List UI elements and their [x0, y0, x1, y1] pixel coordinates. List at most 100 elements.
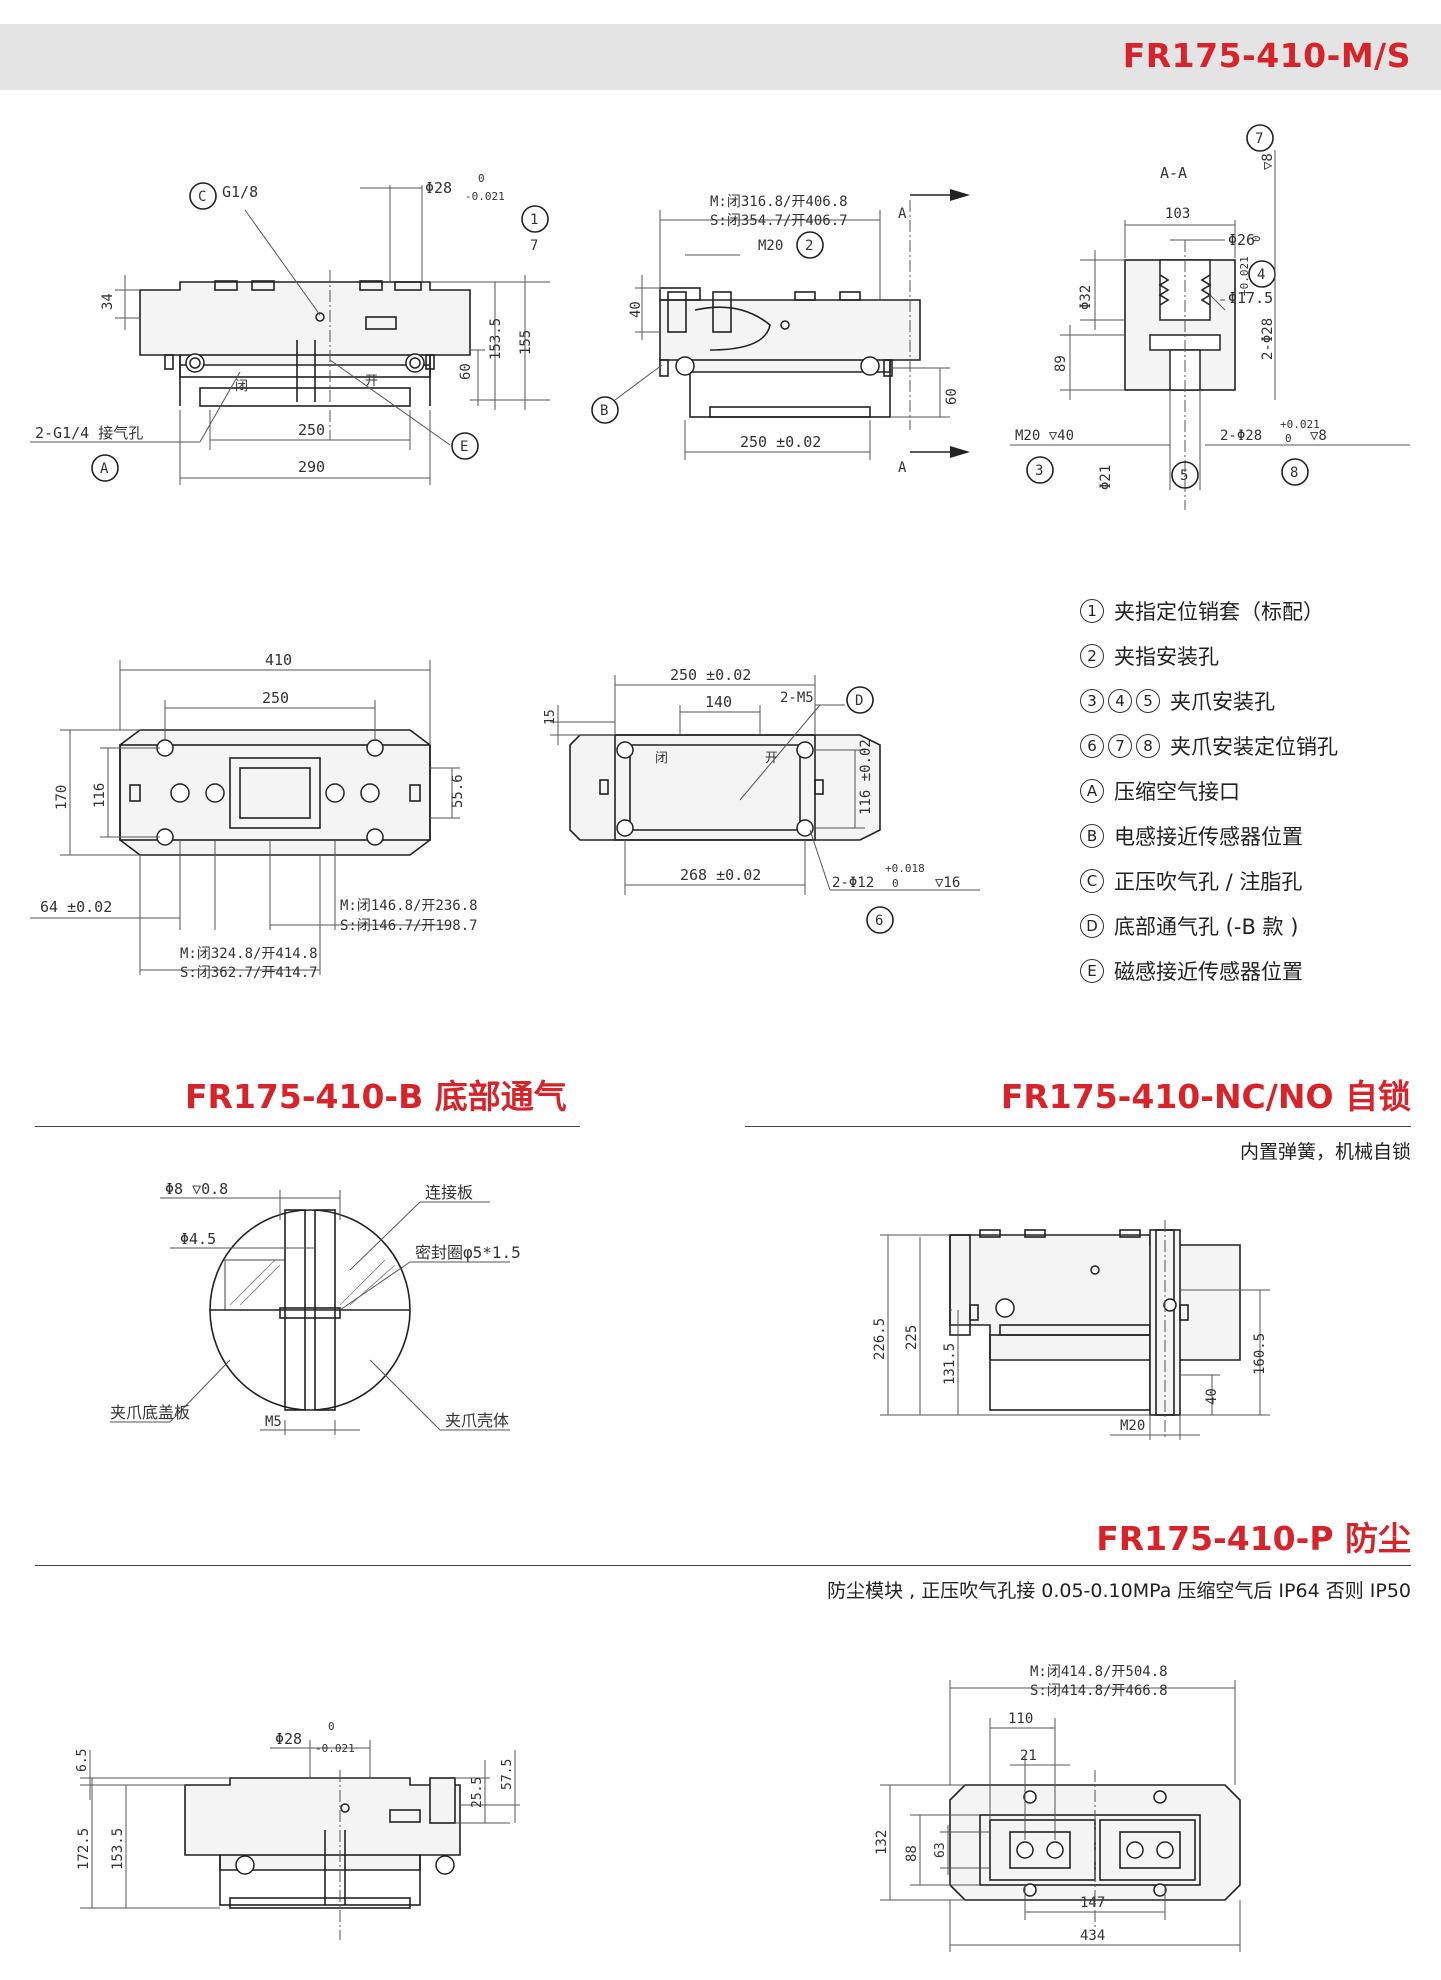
dimension-label: ▽16: [935, 875, 960, 891]
dimension-label: 268 ±0.02: [680, 866, 761, 884]
side-view-drawing: M:闭316.8/开406.8 S:闭354.7/开406.7 M20 2 A …: [591, 189, 970, 476]
dimension-label: E: [460, 439, 468, 455]
dimension-label: A: [100, 461, 109, 477]
dimension-label: 5: [1180, 468, 1188, 484]
section-p-rule: [35, 1565, 1411, 1566]
dimension-label: 160.5: [1252, 1333, 1268, 1375]
dimension-label: M20: [1120, 1418, 1145, 1434]
callout-mark: 1: [1080, 598, 1104, 623]
header-bar: FR175-410-M/S: [0, 24, 1441, 90]
legend-text: 压缩空气接口: [1114, 779, 1240, 804]
nc-dimensions: 226.5 225 131.5 160.5 40 M20: [872, 1234, 1270, 1440]
dimension-label: 2-M5: [780, 690, 814, 706]
dimension-label: 434: [1080, 1928, 1105, 1944]
dimension-label: 34: [100, 293, 116, 310]
callout-mark: C: [1080, 868, 1104, 893]
dimension-label: 140: [705, 693, 732, 711]
dimension-label: +0.021: [1280, 418, 1320, 431]
dimension-label: 0: [478, 172, 485, 185]
dimension-label: S:闭146.7/开198.7: [340, 918, 478, 934]
legend-text: 电感接近传感器位置: [1114, 824, 1303, 849]
section-nc-note: 内置弹簧，机械自锁: [1239, 1141, 1411, 1163]
dimension-label: 89: [1053, 355, 1069, 372]
section-dimensions: 103 Φ26 Φ32 4 Φ17.5 89 M20 ▽40 3 Φ21 5 2…: [1010, 124, 1410, 490]
dimension-label: 250: [298, 421, 325, 439]
callout-mark: 8: [1136, 733, 1160, 758]
dimension-label: 密封圈φ5*1.5: [415, 1243, 521, 1262]
dimension-label: 7: [1255, 131, 1263, 147]
dimension-label: 2-Φ12: [832, 875, 874, 891]
dimension-label: 6: [875, 913, 883, 929]
dimension-label: 57.5: [500, 1759, 515, 1790]
top-dimensions: 410 250 170 116 55.6 64 ±0.02 M:闭146.8/开…: [30, 651, 478, 981]
dimension-label: -0.021: [315, 1742, 355, 1755]
dimension-label: Φ28: [425, 179, 452, 197]
dimension-label: 4: [1257, 267, 1265, 283]
dimension-label: Φ32: [1078, 285, 1094, 310]
dimension-label: 103: [1165, 206, 1190, 222]
dimension-label: S:闭362.7/开414.7: [180, 965, 318, 981]
legend-item: C 正压吹气孔 / 注脂孔: [1080, 858, 1420, 903]
dimension-label: 63: [933, 1842, 948, 1858]
dimension-label: Φ8 ▽0.8: [165, 1180, 228, 1198]
legend-item: 1 夹指定位销套（标配）: [1080, 588, 1420, 633]
dimension-label: 夹爪壳体: [445, 1411, 509, 1430]
dimension-label: M:闭146.8/开236.8: [340, 898, 478, 914]
bottom-vent-detail-drawing: Φ8 ▽0.8 Φ4.5 M5 连接板 密封圈φ5*1.5 夹爪底盖板 夹爪壳体: [110, 1180, 521, 1435]
callout-mark: 5: [1136, 688, 1160, 713]
side-dimensions: M:闭316.8/开406.8 S:闭354.7/开406.7 M20 2 A …: [591, 189, 970, 476]
section-p-title: FR175-410-P 防尘: [1096, 1519, 1411, 1558]
callout-mark: 4: [1108, 688, 1132, 713]
legend-text: 磁感接近传感器位置: [1114, 959, 1303, 984]
dimension-label: 153.5: [110, 1828, 126, 1870]
section-p-note: 防尘模块 , 正压吹气孔接 0.05-0.10MPa 压缩空气后 IP64 否则…: [827, 1580, 1411, 1602]
p-side-drawing: Φ28 0 -0.021 6.5 172.5 153.5 25.5 57.5: [75, 1720, 520, 1940]
dimension-label: C: [198, 189, 206, 205]
front-view-drawing: Φ28 0 -0.021 G1/8 34 153.5 155 7 60 250 …: [30, 172, 550, 485]
dimension-label: 1: [530, 212, 538, 228]
legend-item: D 底部通气孔 (-B 款 ): [1080, 903, 1420, 948]
legend-text: 正压吹气孔 / 注脂孔: [1114, 869, 1303, 894]
dimension-label: +0.021: [1238, 256, 1251, 296]
dimension-label: 3: [1035, 463, 1043, 479]
dimension-label: 60: [944, 388, 960, 405]
dimension-label: 170: [54, 785, 70, 810]
dimension-label: 226.5: [872, 1318, 888, 1360]
dimension-label: A: [898, 460, 907, 476]
front-callouts: 1 C A E: [91, 182, 549, 482]
callout-mark: 7: [1108, 733, 1132, 758]
dimension-label: 290: [298, 458, 325, 476]
section-b-title: FR175-410-B 底部通气: [185, 1077, 567, 1116]
dimension-label: 15: [543, 709, 558, 725]
dimension-label: 155: [518, 330, 534, 355]
callout-mark: D: [1080, 913, 1104, 938]
callout-mark: 3: [1080, 688, 1104, 713]
dimension-label: 2-Φ28: [1260, 318, 1276, 360]
section-nc-rule: [745, 1126, 1411, 1127]
legend-text: 夹爪安装孔: [1170, 689, 1275, 714]
dimension-label: 250 ±0.02: [740, 433, 821, 451]
dimension-label: 6.5: [75, 1749, 90, 1772]
dimension-label: Φ17.5: [1228, 289, 1273, 307]
dimension-label: 132: [874, 1830, 890, 1855]
dimension-label: B: [600, 403, 608, 419]
dimension-label: 250: [262, 689, 289, 707]
p-top-dimensions: M:闭414.8/开504.8 S:闭414.8/开466.8 110 21 1…: [874, 1664, 1241, 1952]
dimension-label: 0: [1285, 432, 1292, 445]
dimension-label: +0.018: [885, 862, 925, 875]
dimension-label: Φ21: [1098, 465, 1114, 490]
section-aa-drawing: A-A 103 Φ26 Φ32 4 Φ17.5 89 M20 ▽40 3 Φ21…: [1010, 124, 1410, 510]
dimension-label: M5: [265, 1414, 282, 1430]
dimension-label: D: [855, 693, 863, 709]
dimension-label: 0: [892, 877, 899, 890]
dimension-label: 40: [628, 301, 644, 318]
dimension-label: ▽8: [1260, 153, 1276, 170]
legend-text: 底部通气孔 (-B 款 ): [1114, 914, 1299, 939]
legend-text: 夹指定位销套（标配）: [1114, 599, 1324, 624]
dimension-label: 40: [1204, 1388, 1220, 1405]
